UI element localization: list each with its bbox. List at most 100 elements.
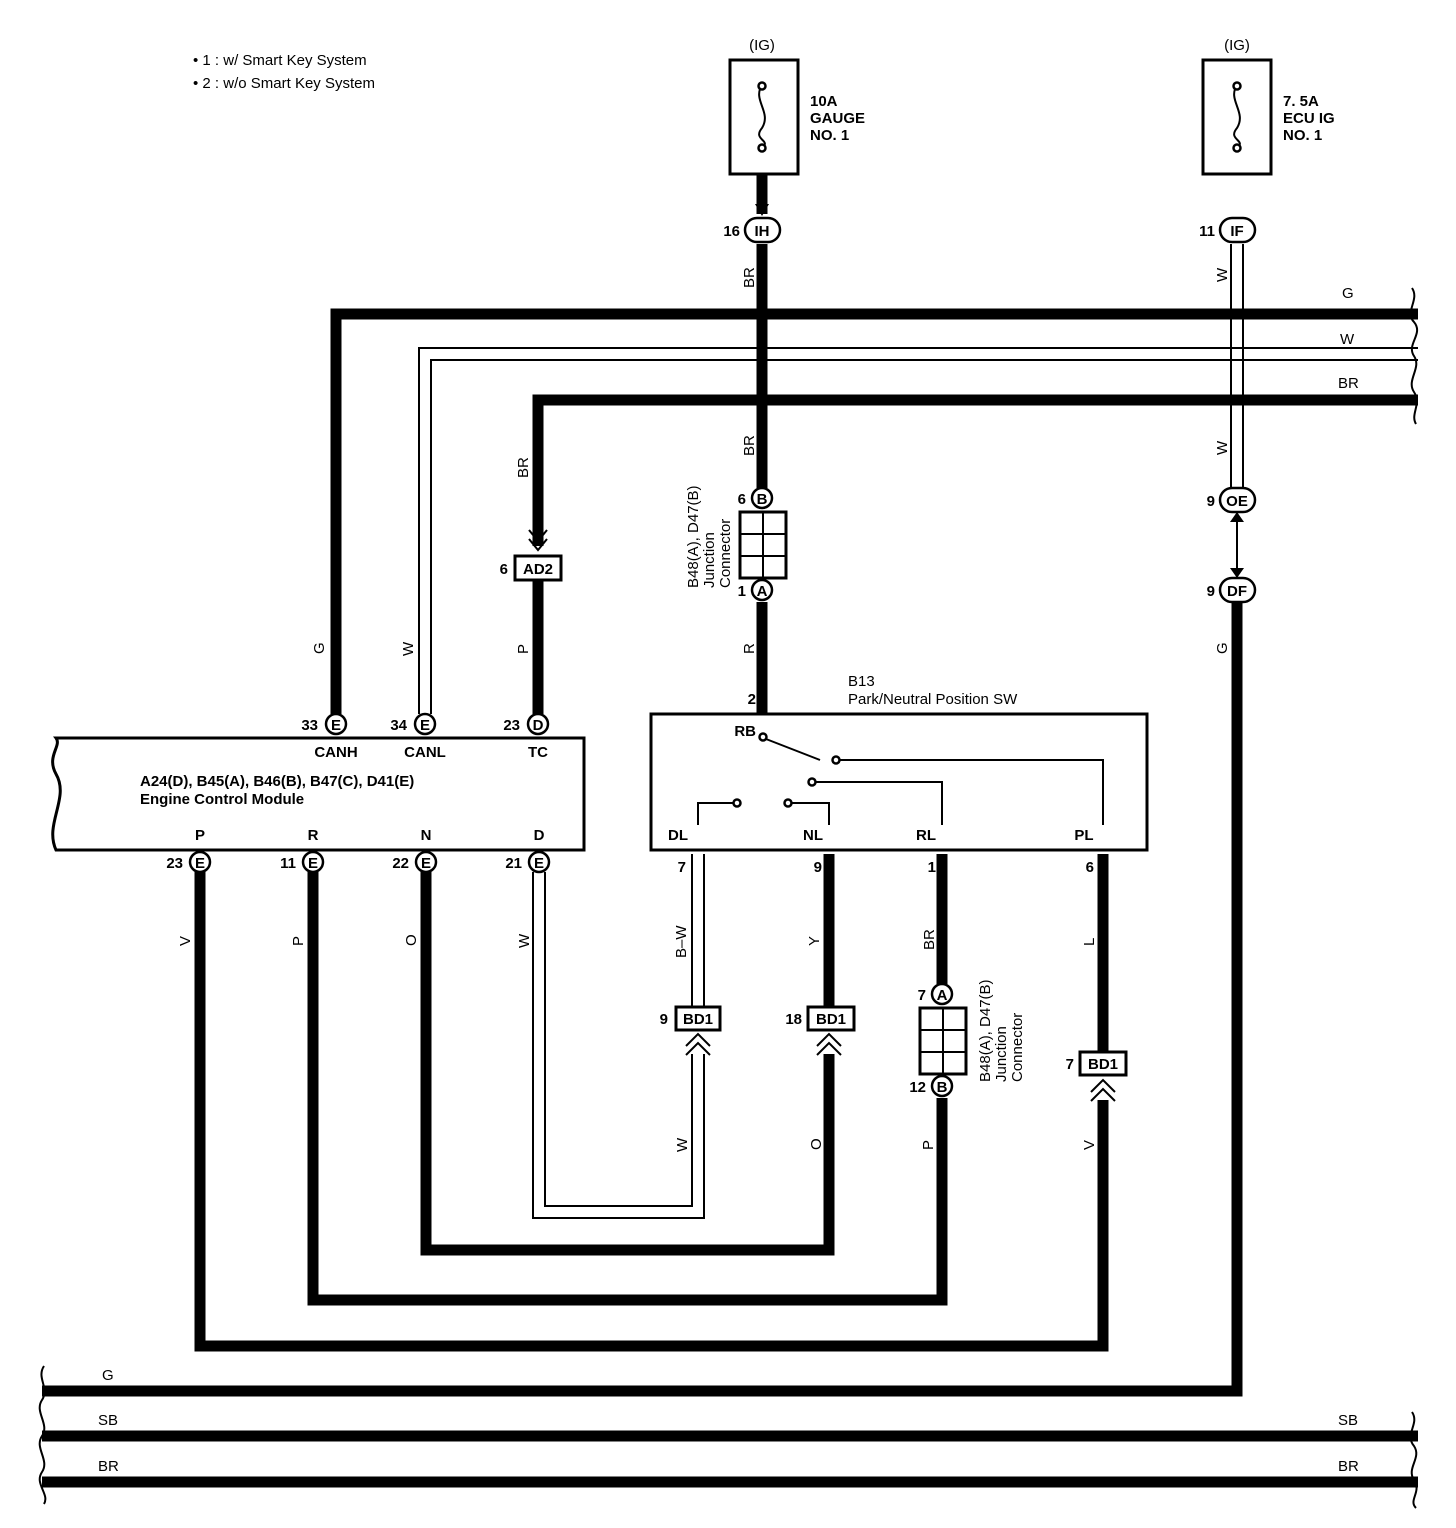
wire-label-w-canl: W bbox=[400, 641, 417, 656]
ecm-p-conn: E bbox=[195, 855, 205, 872]
ecm-canh-conn: E bbox=[331, 717, 341, 734]
fuse-ecu-ig-name1: ECU IG bbox=[1283, 110, 1335, 127]
bd1-nl-label: BD1 bbox=[816, 1011, 846, 1028]
wire-label-v-ecm: V bbox=[177, 936, 194, 946]
jc2-name-line2: Junction bbox=[993, 1026, 1010, 1082]
bus-label-sb-right: SB bbox=[1338, 1412, 1358, 1429]
ecm-r-conn: E bbox=[308, 855, 318, 872]
bd1-nl-pin: 18 bbox=[785, 1011, 802, 1028]
connector-bd1-dl: BD1 9 bbox=[660, 1005, 722, 1056]
ecm-n-name: N bbox=[421, 827, 432, 844]
fuse-gauge: (IG) 10A GAUGE NO. 1 bbox=[728, 37, 865, 176]
connector-ih-label: IH bbox=[755, 223, 770, 240]
harness-breaks-right bbox=[1409, 287, 1419, 1509]
bus-label-br-right: BR bbox=[1338, 1458, 1359, 1475]
ecm-canl-conn: E bbox=[420, 717, 430, 734]
fuse-gauge-supply: (IG) bbox=[749, 37, 775, 54]
wire-label-o-ecm: O bbox=[403, 934, 420, 946]
wire-label-p-ecm: P bbox=[290, 936, 307, 946]
wire-label-g-canh: G bbox=[311, 642, 328, 654]
switch-rl-pin: 1 bbox=[928, 859, 936, 876]
ecm-connectors: A24(D), B45(A), B46(B), B47(C), D41(E) bbox=[140, 773, 414, 790]
wire-label-w-2: W bbox=[1214, 440, 1231, 455]
ecm-d-conn: E bbox=[534, 855, 544, 872]
jc1-bottom-label: A bbox=[757, 583, 768, 600]
switch-id: B13 bbox=[848, 673, 875, 690]
ecm-tc-pin: 23 bbox=[503, 717, 520, 734]
bus-label-g-bottom: G bbox=[102, 1367, 114, 1384]
ecm-n-conn: E bbox=[421, 855, 431, 872]
junction-connector-lower: A 7 B 12 B48(A), D47(B) Junction Connect… bbox=[909, 979, 1026, 1098]
wire-label-br-1: BR bbox=[741, 267, 758, 288]
jc1-top-pin: 6 bbox=[738, 491, 746, 508]
bus-label-sb-left: SB bbox=[98, 1412, 118, 1429]
ecm-d-name: D bbox=[534, 827, 545, 844]
ecm-canh-pin: 33 bbox=[301, 717, 318, 734]
ecm-n-pin: 22 bbox=[392, 855, 409, 872]
ecm-r-name: R bbox=[308, 827, 319, 844]
bus-label-br-left: BR bbox=[98, 1458, 119, 1475]
connector-ih: IH 16 bbox=[723, 216, 782, 244]
connector-oe: OE 9 bbox=[1207, 486, 1257, 514]
jc2-top-label: A bbox=[937, 987, 948, 1004]
harness-breaks-left bbox=[38, 1365, 47, 1505]
switch-top-pin: 2 bbox=[748, 691, 756, 708]
ecm-tc-conn: D bbox=[533, 717, 544, 734]
wire-label-br-ad2: BR bbox=[515, 457, 532, 478]
switch-nl-name: NL bbox=[803, 827, 823, 844]
connector-if-pin: 11 bbox=[1199, 223, 1215, 240]
connector-df-label: DF bbox=[1227, 583, 1247, 600]
ecm-canh-name: CANH bbox=[314, 744, 357, 761]
switch-dl-name: DL bbox=[668, 827, 688, 844]
fuse-gauge-rating: 10A bbox=[810, 93, 838, 110]
connector-ad2-label: AD2 bbox=[523, 561, 553, 578]
switch-dl-pin: 7 bbox=[678, 859, 686, 876]
bd1-dl-label: BD1 bbox=[683, 1011, 713, 1028]
switch-rl-name: RL bbox=[916, 827, 936, 844]
jc1-name-line1: B48(A), D47(B) bbox=[685, 485, 702, 588]
wire-label-br-2: BR bbox=[741, 435, 758, 456]
connector-df: DF 9 bbox=[1207, 576, 1257, 604]
bd1-pl-pin: 7 bbox=[1066, 1056, 1074, 1073]
switch-name: Park/Neutral Position SW bbox=[848, 691, 1018, 708]
note-smart-key: • 1 : w/ Smart Key System bbox=[193, 52, 367, 69]
wire-label-l: L bbox=[1081, 938, 1098, 946]
ecm-r-pin: 11 bbox=[280, 855, 296, 872]
ecm-p-pin: 23 bbox=[166, 855, 183, 872]
junction-connector-upper: B 6 A 1 B48(A), D47(B) Junction Connecto… bbox=[685, 485, 788, 602]
ecm-p-name: P bbox=[195, 827, 205, 844]
note-no-smart-key: • 2 : w/o Smart Key System bbox=[193, 75, 375, 92]
switch-pl-pin: 6 bbox=[1086, 859, 1094, 876]
wire-label-v-bd1: V bbox=[1081, 1140, 1098, 1150]
ecm-name: Engine Control Module bbox=[140, 791, 304, 808]
connector-df-pin: 9 bbox=[1207, 583, 1215, 600]
wire-label-r: R bbox=[741, 643, 758, 654]
jc2-top-pin: 7 bbox=[918, 987, 926, 1004]
connector-ih-pin: 16 bbox=[723, 223, 740, 240]
jc2-name-line1: B48(A), D47(B) bbox=[977, 979, 994, 1082]
connector-bd1-nl: BD1 18 bbox=[785, 1005, 856, 1056]
wire-label-bw: B–W bbox=[673, 925, 690, 958]
connector-oe-label: OE bbox=[1226, 493, 1248, 510]
fuse-ecu-ig-supply: (IG) bbox=[1224, 37, 1250, 54]
wire-color-labels: BR BR R W W G BR P G W V P O W B–W Y BR … bbox=[98, 267, 1359, 1475]
park-neutral-switch: B13 Park/Neutral Position SW 2 RB DL NL … bbox=[649, 673, 1149, 876]
connector-if: IF 11 bbox=[1199, 216, 1257, 244]
switch-rb-label: RB bbox=[734, 723, 756, 740]
wire-label-w-1: W bbox=[1214, 267, 1231, 282]
fuse-ecu-ig: (IG) 7. 5A ECU IG NO. 1 bbox=[1201, 37, 1335, 176]
bd1-pl-label: BD1 bbox=[1088, 1056, 1118, 1073]
switch-nl-pin: 9 bbox=[814, 859, 822, 876]
wires-white bbox=[418, 204, 1418, 1219]
ecm-tc-name: TC bbox=[528, 744, 548, 761]
wire-label-br-rl: BR bbox=[921, 929, 938, 950]
jc1-bottom-pin: 1 bbox=[738, 583, 746, 600]
connector-bd1-pl: BD1 7 bbox=[1066, 1050, 1128, 1102]
wire-label-y: Y bbox=[806, 936, 823, 946]
connector-if-label: IF bbox=[1230, 223, 1243, 240]
wire-label-w-bd1: W bbox=[674, 1137, 691, 1152]
ecm-canl-pin: 34 bbox=[390, 717, 407, 734]
wire-label-g-df: G bbox=[1214, 642, 1231, 654]
connector-oe-pin: 9 bbox=[1207, 493, 1215, 510]
